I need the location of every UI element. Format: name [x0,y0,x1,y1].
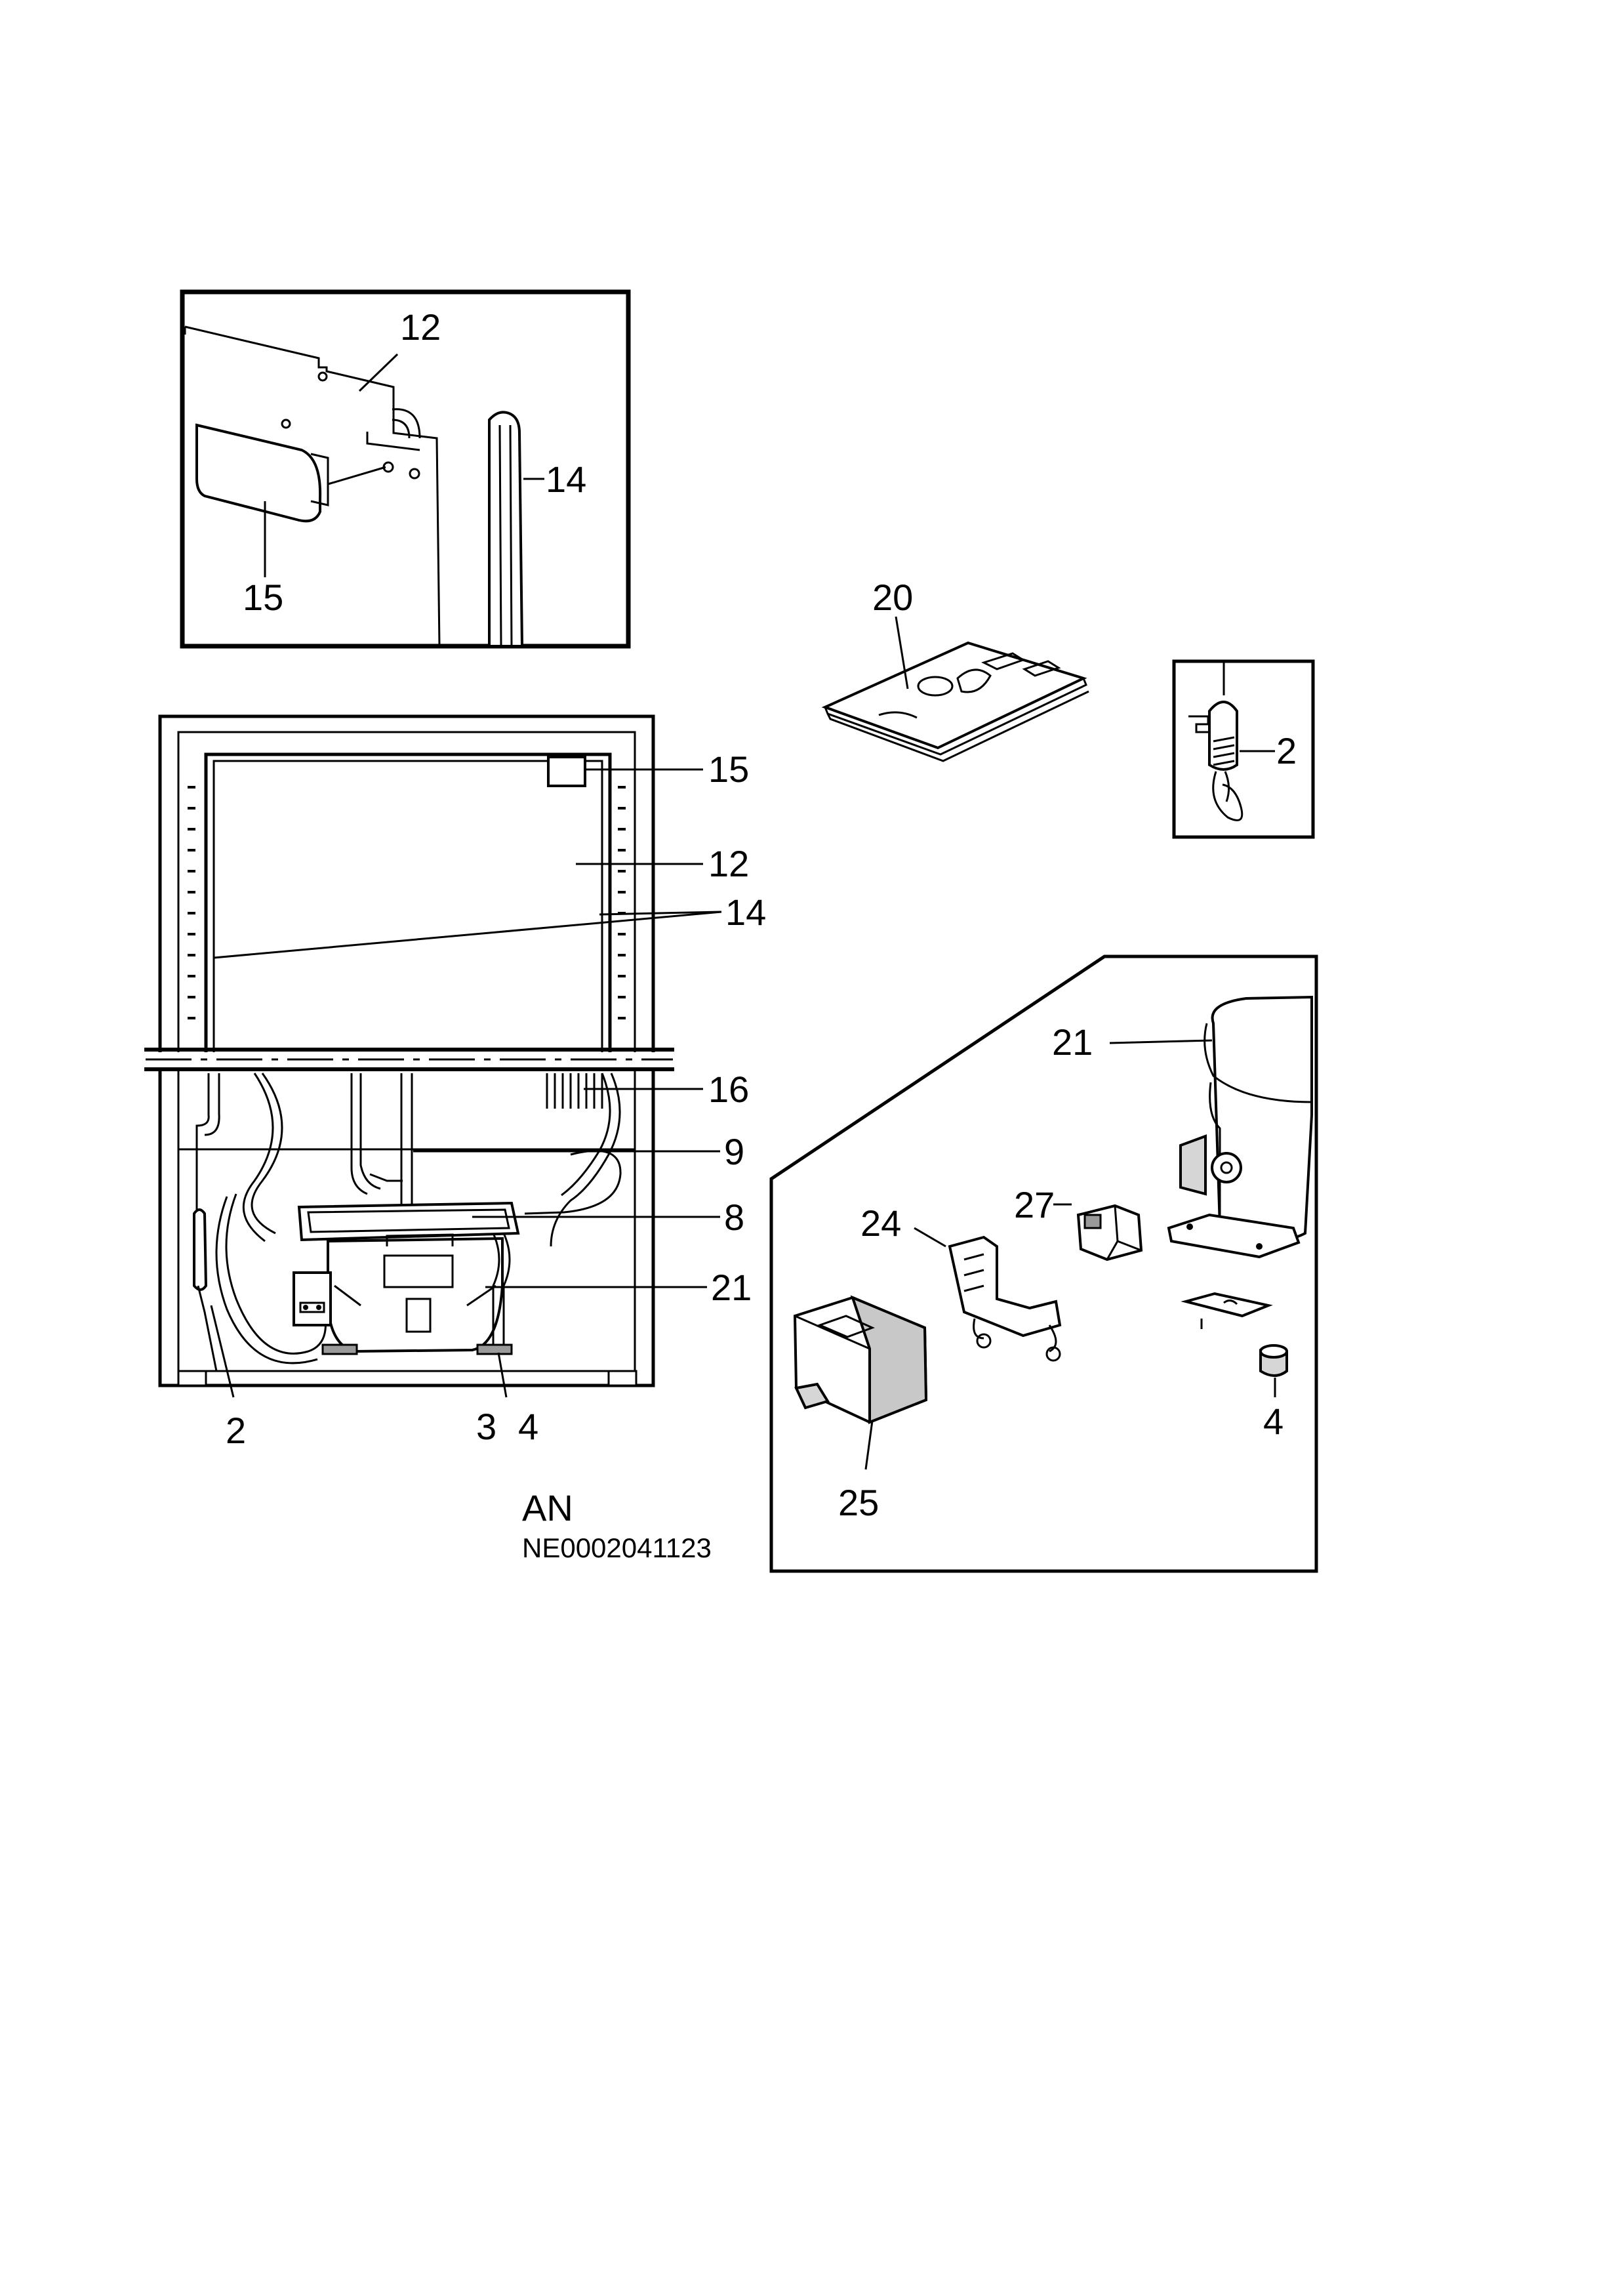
label-4-main: 4 [518,1406,538,1447]
label-3-main: 3 [476,1406,496,1447]
label-2-main: 2 [226,1410,246,1451]
label-15-main: 15 [708,748,749,790]
label-14-main: 14 [725,892,766,933]
label-9-main: 9 [724,1131,744,1172]
label-27-inset: 27 [1014,1184,1055,1225]
label-2-inset: 2 [1276,730,1297,771]
diagram-code: AN NE0002041123 [522,1487,712,1563]
instruction-manual: 20 [821,577,1089,762]
detail-inset-panel: 12 14 15 [180,289,631,649]
label-12-main: 12 [708,843,749,884]
label-21-inset: 21 [1052,1021,1093,1063]
label-25-inset: 25 [838,1482,879,1523]
label-15-inset: 15 [243,577,283,618]
label-20: 20 [872,577,913,618]
label-12-inset: 12 [400,306,441,348]
code-line-1: AN [522,1487,573,1528]
code-line-2: NE0002041123 [522,1532,712,1563]
label-21-main: 21 [711,1267,752,1308]
compressor-parts-inset: 21 27 24 4 25 [769,954,1318,1573]
label-8-main: 8 [724,1197,744,1238]
appliance-front-view: 15 12 14 16 9 8 21 2 3 4 [144,714,766,1451]
label-14-inset: 14 [546,459,586,500]
label-4-inset: 4 [1263,1401,1284,1442]
label-16-main: 16 [708,1069,749,1110]
thermostat-sensor-inset: 2 [1172,659,1315,839]
label-24-inset: 24 [860,1202,901,1244]
